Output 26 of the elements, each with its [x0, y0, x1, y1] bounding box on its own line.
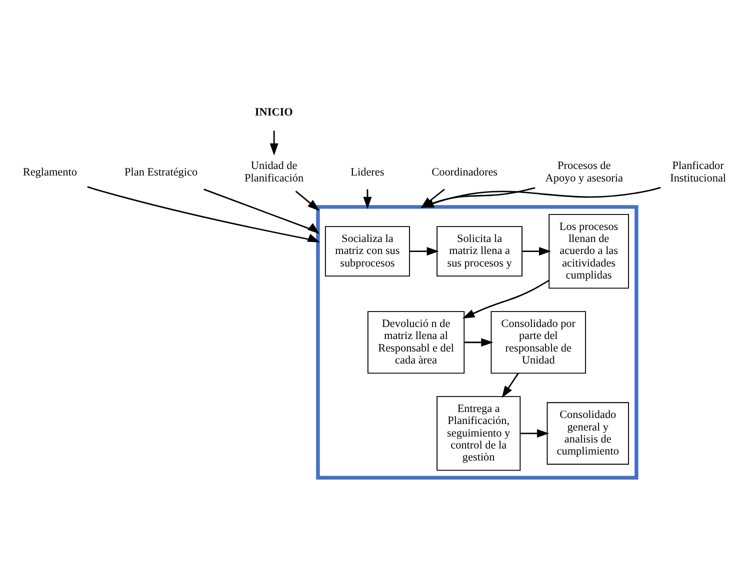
- node-box: Los procesos llenan de acuerdo a las acitividades cumplidas: [548, 213, 629, 288]
- arrow: [204, 188, 320, 234]
- arrow: [464, 338, 494, 346]
- node-text: Plan Estratégico: [124, 166, 198, 178]
- node-box: Socializa la matriz con sus subprocesos: [324, 226, 410, 276]
- arrow: [462, 279, 550, 318]
- node-text: Lideres: [350, 166, 384, 178]
- arrow: [502, 372, 519, 398]
- node-box: Solicita la matriz llena a sus procesos y: [436, 226, 522, 276]
- arrow: [520, 428, 550, 438]
- node-box: Devolució n de matriz llena al Responsabl e del cada àrea: [367, 310, 465, 374]
- arrow: [410, 246, 439, 256]
- arrow: [522, 246, 552, 256]
- node-box: Consolidado por parte del responsable de Unidad: [490, 310, 586, 374]
- node-box: Entrega a Planificación, seguimiento y control de la gestiòn: [436, 396, 521, 470]
- arrow: [295, 190, 320, 210]
- node-text: Unidad de Planificación: [244, 160, 304, 184]
- arrow: [270, 130, 278, 156]
- node-box: Consolidado general y analisis de cumplimiento: [546, 402, 629, 464]
- cluster: [316, 204, 638, 480]
- node-text: Coordinadores: [432, 166, 498, 178]
- node-text: INICIO: [254, 106, 293, 118]
- node-text: Reglamento: [22, 166, 77, 178]
- arrow: [87, 186, 320, 242]
- node-text: Planficador Institucional: [670, 160, 726, 184]
- node-text: Procesos de Apoyo y asesoria: [545, 160, 623, 184]
